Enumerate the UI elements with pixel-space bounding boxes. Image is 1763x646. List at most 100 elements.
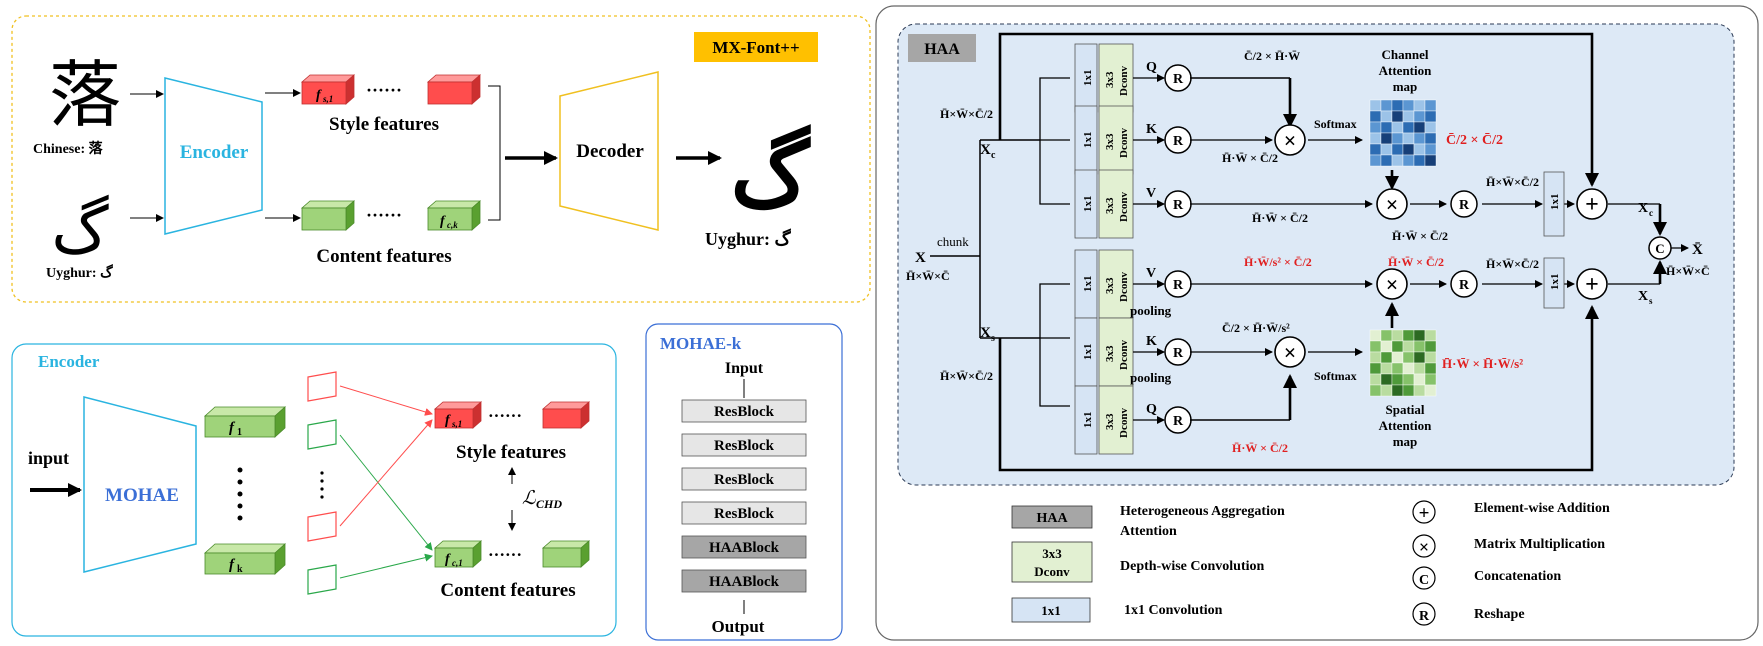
mul-op-bottom-sym: × <box>1284 340 1297 365</box>
mohae-k-output: Output <box>712 617 765 636</box>
reshape-node-label-4: R <box>1173 278 1184 293</box>
channel-map-cell <box>1413 154 1426 167</box>
spatial-map-cell <box>1391 373 1404 386</box>
channel-map-cell <box>1380 121 1393 134</box>
legend-dconv-box-2: Dconv <box>1034 564 1070 579</box>
spatial-map-cell <box>1391 362 1404 375</box>
mxfont-panel <box>11 15 871 303</box>
channel-map-cell <box>1391 132 1404 145</box>
conv1x1-v-top <box>1074 169 1098 239</box>
fk-sub: k <box>237 564 243 575</box>
spatial-map-cell <box>1369 384 1382 397</box>
dconv-label-1-q-bottom: 3x3 <box>1104 413 1116 430</box>
spatial-map-cell <box>1402 329 1415 342</box>
branch-letter-3: V <box>1146 186 1156 201</box>
branch-letter-2: K <box>1146 122 1157 137</box>
channel-map-cell <box>1380 110 1393 123</box>
spatial-map-cell <box>1424 362 1437 375</box>
style-head-1 <box>307 371 337 402</box>
xc-out-sub: c <box>1649 208 1653 218</box>
spatial-attention-map <box>1369 329 1437 397</box>
expr-top-k: H̄·W̄ × C̄/2 <box>1222 151 1278 165</box>
fk-token: f <box>229 557 236 573</box>
haa-input-x: X <box>915 250 926 266</box>
spatial-map-cell <box>1380 340 1393 353</box>
output-label: Uyghur: گ <box>705 228 792 249</box>
legend-add-icon: + <box>1412 500 1436 524</box>
channel-map-cell <box>1424 99 1437 112</box>
style-feature-block-2 <box>426 74 482 105</box>
haa-xs-sub: s <box>991 333 995 344</box>
expr-spatial-v: H̄·W̄/s² × C̄/2 <box>1244 255 1312 269</box>
channel-map-cell <box>1391 154 1404 167</box>
legend-haa-text-2: Attention <box>1120 524 1177 539</box>
decoder-label: Decoder <box>576 141 644 162</box>
haa-top-fan <box>1039 77 1070 205</box>
conv1x1-post-top <box>1543 171 1565 237</box>
channel-map-cell <box>1391 121 1404 134</box>
channel-attention-map <box>1369 99 1437 167</box>
spatial-map-cell <box>1380 384 1393 397</box>
spatial-map-cell <box>1413 351 1426 364</box>
dconv-v-bottom <box>1098 249 1134 319</box>
content-feature-block-2: f c,k <box>426 200 482 231</box>
encoder-content-dots: ······ <box>488 545 522 564</box>
channel-map-cell <box>1391 143 1404 156</box>
channel-map-line-2: Attention <box>1379 63 1432 78</box>
feature-f1-block: f 1 <box>203 406 287 438</box>
channel-map-cell <box>1402 154 1415 167</box>
haa-xs-dims: H̄×W̄×C̄/2 <box>940 369 993 383</box>
conv1x1-post-top-label: 1x1 <box>1549 194 1561 211</box>
mohae-block-3 <box>681 467 807 491</box>
chinese-glyph: 落 <box>49 56 121 136</box>
haa-bottom-fan <box>1039 283 1070 407</box>
branch-letter-4: V <box>1146 266 1156 281</box>
mohae-k-title: MOHAE-k <box>660 334 742 353</box>
spatial-map-cell <box>1424 373 1437 386</box>
arrow-content-headk <box>339 553 433 579</box>
reshape-node-label-1: R <box>1173 72 1184 87</box>
channel-map-cell <box>1402 110 1415 123</box>
spatial-map-cell <box>1402 384 1415 397</box>
spatial-map-cell <box>1369 329 1382 342</box>
c1-token: f <box>445 552 451 567</box>
style-features-caption: Style features <box>329 114 439 135</box>
dconv-q-bottom <box>1098 385 1134 455</box>
channel-map-cell <box>1424 154 1437 167</box>
channel-map-cell <box>1380 132 1393 145</box>
haa-bottom-skip <box>998 305 1599 472</box>
content-feature-c1: f c,1 <box>433 540 483 568</box>
style-feature-s2 <box>541 401 591 429</box>
haa-input-dims: H̄×W̄×C̄ <box>906 269 950 283</box>
expr-spatial-out: H̄·W̄ × C̄/2 <box>1388 255 1444 269</box>
reshape-node-8 <box>1450 270 1478 298</box>
content-features-caption: Content features <box>316 246 451 267</box>
concat-op-sym: C <box>1655 241 1664 256</box>
vertical-dots-heads <box>320 471 324 499</box>
channel-map-cell <box>1413 99 1426 112</box>
f1-sub: 1 <box>237 427 242 438</box>
channel-map-cell <box>1413 143 1426 156</box>
channel-map-cell <box>1424 121 1437 134</box>
haa-tag <box>908 34 976 62</box>
spatial-map-cell <box>1380 351 1393 364</box>
conv1x1-label-v-top: 1x1 <box>1082 196 1094 213</box>
chinese-label: Chinese: 落 <box>33 140 104 157</box>
branch-letter-1: Q <box>1146 60 1157 75</box>
conv1x1-post-bottom-label: 1x1 <box>1549 274 1561 291</box>
mul-op-channel-sym: × <box>1386 192 1399 217</box>
legend-dconv-text: Depth-wise Convolution <box>1120 559 1265 574</box>
arrow-style-head1 <box>339 385 433 416</box>
f1-token: f <box>229 420 236 436</box>
legend-res-icon: R <box>1412 602 1436 626</box>
spatial-map-cell <box>1380 373 1393 386</box>
dconv-v-top <box>1098 169 1134 239</box>
xc-out-label: X <box>1638 201 1648 216</box>
encoder-content-caption: Content features <box>440 580 575 601</box>
content-head-k <box>307 564 337 595</box>
content-feature-token: f <box>440 214 446 229</box>
spatial-map-cell <box>1391 340 1404 353</box>
channel-map-cell <box>1413 121 1426 134</box>
mohae-block-label-5: HAABlock <box>709 540 780 556</box>
expr-spatial-map: H̄·W̄ × H̄·W̄/s² <box>1442 356 1523 371</box>
